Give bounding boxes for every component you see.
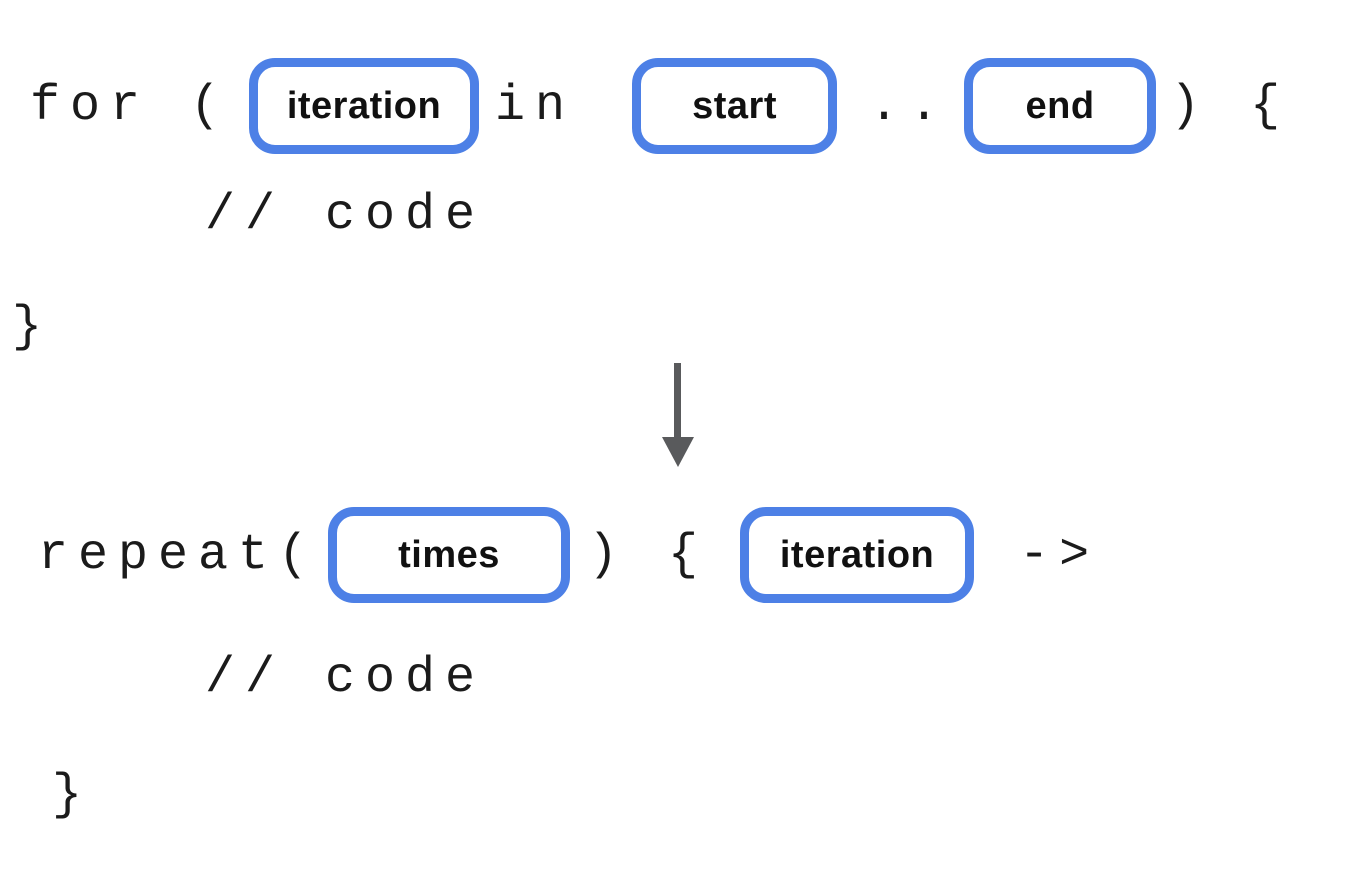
times-placeholder-label: times <box>398 533 500 576</box>
for-closing-brace-line: } <box>12 292 52 362</box>
iteration-placeholder-slot: iteration <box>740 507 975 603</box>
arrow-head <box>662 437 694 467</box>
repeat-body-comment-line: // code <box>205 648 485 708</box>
for-keyword-token: for ( <box>30 77 231 135</box>
range-operator-token: .. <box>869 77 950 135</box>
closing-brace-token: } <box>52 766 93 824</box>
down-arrow-icon <box>662 363 694 467</box>
closing-brace-token: } <box>12 298 53 356</box>
start-placeholder-label: start <box>692 84 777 127</box>
close-paren-open-brace-token: ) { <box>1170 77 1291 135</box>
lambda-arrow-token: -> <box>1019 526 1100 584</box>
code-comment-text: // code <box>205 649 486 707</box>
in-keyword-token: in <box>495 77 576 135</box>
for-loop-header-line: for ( iteration in start .. end ) { <box>30 56 1290 156</box>
iteration-placeholder-label: iteration <box>779 533 935 576</box>
arrow-shaft <box>674 363 681 439</box>
close-paren-open-brace-token: ) { <box>588 526 709 584</box>
times-placeholder-slot: times <box>328 507 571 603</box>
repeat-keyword-token: repeat( <box>38 526 319 584</box>
iteration-placeholder-label: iteration <box>286 84 442 127</box>
code-comment-text: // code <box>205 186 486 244</box>
for-body-comment-line: // code <box>205 185 485 245</box>
end-placeholder-label: end <box>1025 84 1095 127</box>
repeat-closing-brace-line: } <box>52 760 92 830</box>
start-placeholder-slot: start <box>632 58 838 154</box>
end-placeholder-slot: end <box>964 58 1157 154</box>
repeat-header-line: repeat( times ) { iteration -> <box>38 504 1099 606</box>
iteration-placeholder-slot: iteration <box>249 58 480 154</box>
